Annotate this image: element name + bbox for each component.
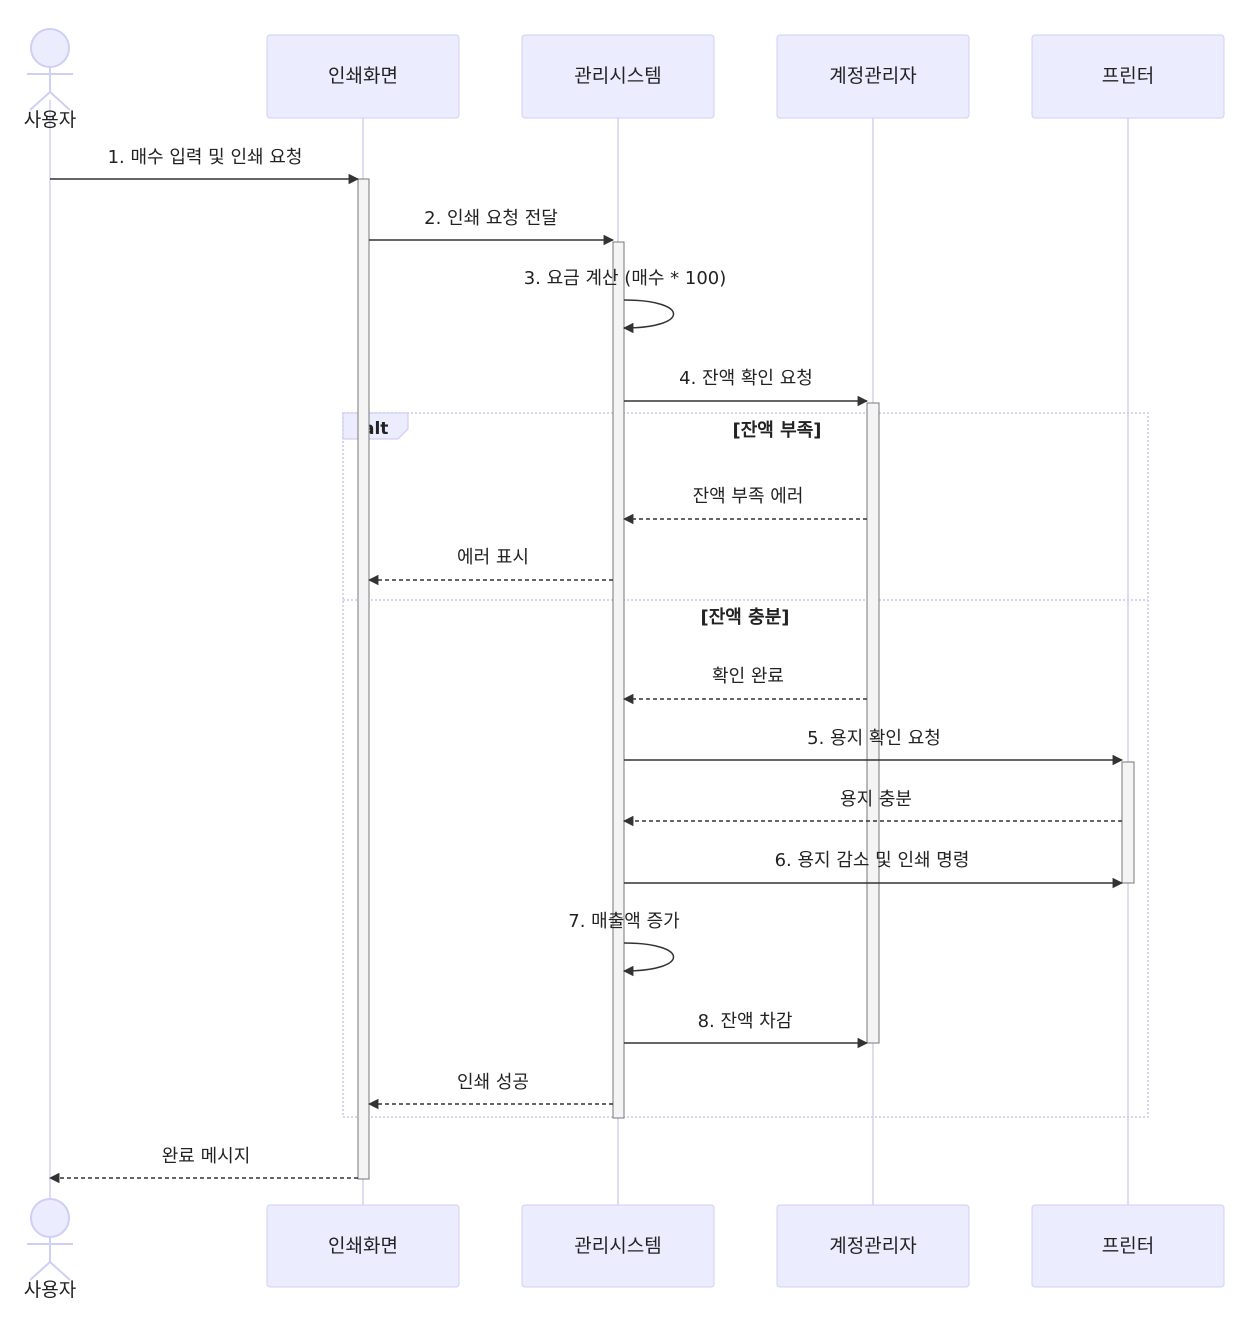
participant-label: 관리시스템 — [574, 1235, 661, 1257]
message-label: 인쇄 성공 — [457, 1072, 529, 1093]
message-5: 5. 용지 확인 요청 — [624, 728, 1124, 766]
activation-print-screen — [357, 178, 370, 1180]
message-label: 용지 충분 — [840, 789, 912, 810]
participant-management-system-bottom: 관리시스템 — [521, 1204, 715, 1288]
message-label: 완료 메시지 — [162, 1146, 251, 1167]
participant-label: 인쇄화면 — [328, 65, 398, 87]
user-actor-head-icon — [30, 28, 70, 68]
user-actor-top: 사용자 — [24, 28, 76, 131]
message-label: 6. 용지 감소 및 인쇄 명령 — [775, 850, 970, 871]
activation-management-system — [612, 241, 625, 1119]
message-label: 5. 용지 확인 요청 — [807, 728, 941, 749]
message-self-arrow — [622, 299, 674, 334]
participant-management-system-top: 관리시스템 — [521, 34, 715, 119]
message-label: 8. 잔액 차감 — [698, 1011, 793, 1032]
message-label: 2. 인쇄 요청 전달 — [424, 208, 558, 229]
reply-check-complete: 확인 완료 — [622, 666, 867, 705]
message-label: 에러 표시 — [457, 547, 529, 568]
activation-account-manager — [866, 402, 880, 1044]
participant-label: 인쇄화면 — [328, 1235, 398, 1257]
message-1: 1. 매수 입력 및 인쇄 요청 — [50, 147, 360, 185]
activation-printer — [1121, 761, 1135, 884]
participant-account-manager-bottom: 계정관리자 — [776, 1204, 970, 1288]
message-2: 2. 인쇄 요청 전달 — [369, 208, 615, 246]
participant-print-screen-top: 인쇄화면 — [266, 34, 460, 119]
message-6: 6. 용지 감소 및 인쇄 명령 — [624, 850, 1124, 889]
message-7-self: 7. 매출액 증가 — [568, 911, 680, 977]
participant-label: 프린터 — [1102, 65, 1154, 87]
user-actor-label-bottom: 사용자 — [24, 1279, 76, 1301]
participant-label: 계정관리자 — [829, 1235, 916, 1257]
participant-account-manager-top: 계정관리자 — [776, 34, 970, 119]
message-self-arrow — [622, 942, 674, 977]
message-label: 1. 매수 입력 및 인쇄 요청 — [108, 147, 303, 168]
user-actor-head-icon — [30, 1198, 70, 1238]
reply-error-display: 에러 표시 — [367, 547, 613, 586]
message-label: 4. 잔액 확인 요청 — [679, 368, 813, 389]
participant-printer-bottom: 프린터 — [1031, 1204, 1225, 1288]
user-actor-label-top: 사용자 — [24, 109, 76, 131]
message-8: 8. 잔액 차감 — [624, 1011, 869, 1049]
participant-label: 프린터 — [1102, 1235, 1154, 1257]
participant-printer-top: 프린터 — [1031, 34, 1225, 119]
reply-complete-message: 완료 메시지 — [48, 1146, 358, 1184]
participant-label: 계정관리자 — [829, 65, 916, 87]
reply-print-success: 인쇄 성공 — [367, 1072, 613, 1110]
alt-condition-2: [잔액 충분] — [701, 607, 790, 628]
participant-print-screen-bottom: 인쇄화면 — [266, 1204, 460, 1288]
message-label: 3. 요금 계산 (매수 * 100) — [524, 268, 727, 289]
alt-condition-1: [잔액 부족] — [733, 420, 822, 441]
reply-insufficient-balance: 잔액 부족 에러 — [622, 486, 867, 525]
message-label: 잔액 부족 에러 — [693, 486, 804, 507]
reply-paper-sufficient: 용지 충분 — [622, 789, 1122, 827]
participant-label: 관리시스템 — [574, 65, 661, 87]
message-label: 7. 매출액 증가 — [568, 911, 679, 932]
user-actor-bottom: 사용자 — [24, 1198, 76, 1301]
message-4: 4. 잔액 확인 요청 — [624, 368, 869, 407]
message-label: 확인 완료 — [712, 666, 784, 687]
message-3-self: 3. 요금 계산 (매수 * 100) — [524, 268, 727, 334]
